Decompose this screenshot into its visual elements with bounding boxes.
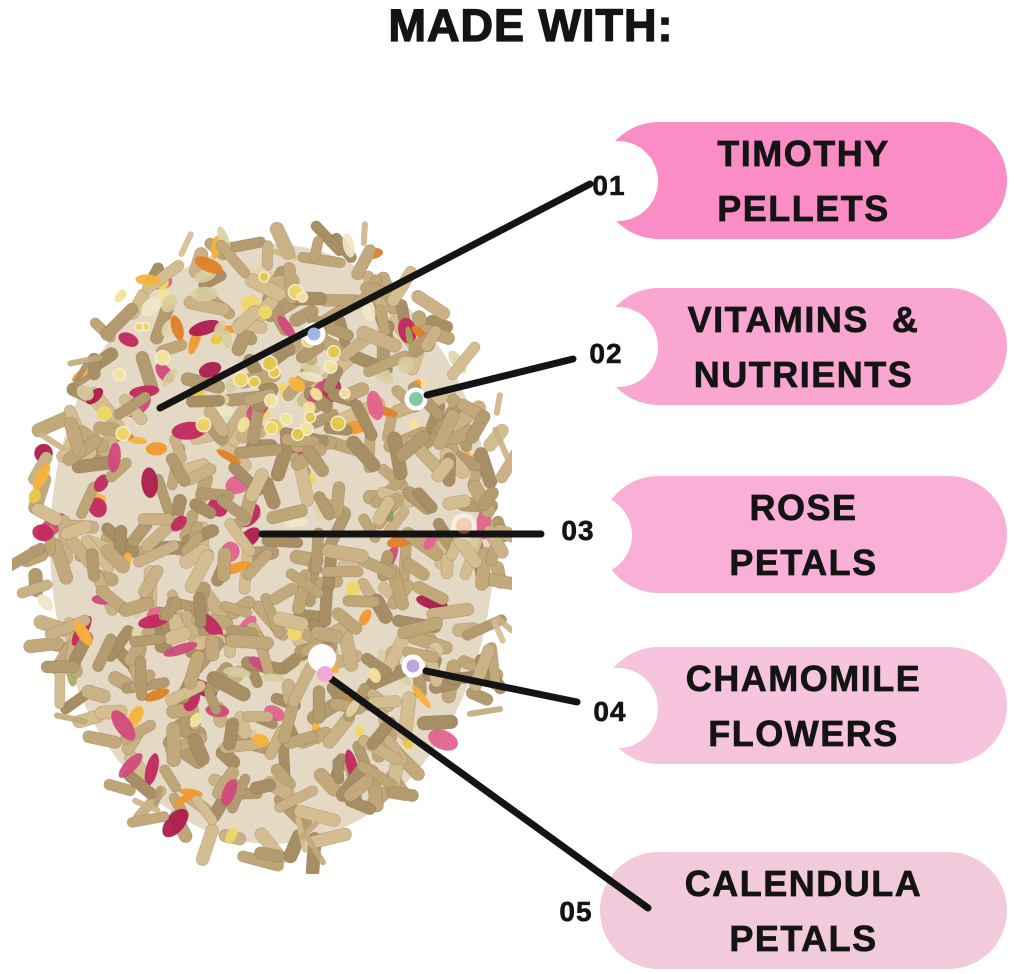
- page-title: MADE WITH:: [388, 0, 674, 51]
- ingredient-pill-calendula-petals: CALENDULA PETALS: [600, 852, 1007, 969]
- ingredient-number: 04: [593, 696, 627, 728]
- ingredient-label: CHAMOMILE FLOWERS: [685, 657, 922, 754]
- ingredient-label: VITAMINS & NUTRIENTS: [687, 298, 920, 395]
- ingredient-pill-rose-petals: ROSE PETALS: [600, 476, 1007, 593]
- ingredient-number: 03: [561, 515, 595, 547]
- product-photo-pellet-pile: [12, 220, 512, 874]
- ingredient-number: 05: [559, 896, 593, 928]
- ingredient-pill-vitamins-nutrients: VITAMINS & NUTRIENTS: [600, 288, 1007, 405]
- ingredient-pill-chamomile-flowers: CHAMOMILE FLOWERS: [600, 647, 1007, 764]
- ingredient-pill-timothy-pellets: TIMOTHY PELLETS: [600, 122, 1007, 239]
- ingredient-label: CALENDULA PETALS: [684, 862, 923, 959]
- ingredient-number: 02: [589, 338, 623, 370]
- ingredient-label: ROSE PETALS: [729, 486, 878, 583]
- ingredient-number: 01: [592, 170, 626, 202]
- number-badge-circle: [552, 495, 632, 575]
- ingredient-label: TIMOTHY PELLETS: [717, 132, 890, 229]
